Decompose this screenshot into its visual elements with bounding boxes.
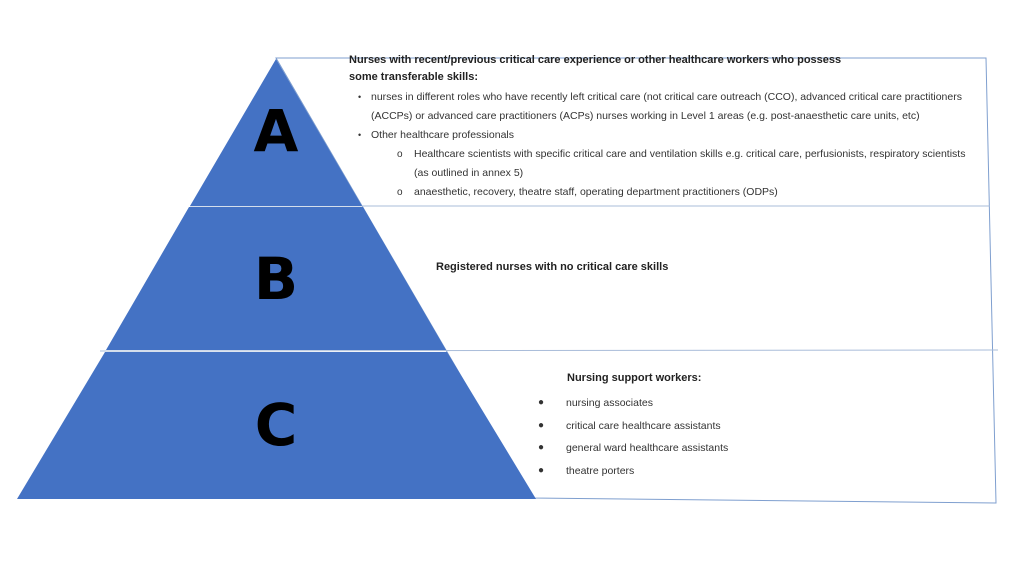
bullet-dot: ● [538,464,545,476]
list-item-text: theatre porters [566,464,635,477]
bullet-circle: o [397,149,403,160]
list-item: ● theatre porters [538,460,798,483]
bullet-dot: • [358,130,362,140]
pyramid-tier-b [106,207,446,350]
sub-list-item-text: Healthcare scientists with specific crit… [414,148,966,179]
sub-list-item-text: anaesthetic, recovery, theatre staff, op… [414,186,778,198]
tier-a-letter: A [253,97,299,165]
bullet-dot: ● [538,419,545,431]
list-item: • nurses in different roles who have rec… [358,88,978,126]
pyramid-tier-c [17,352,536,499]
list-item-text: nursing associates [566,397,653,409]
bullet-circle: o [397,187,403,198]
list-item-text: Other healthcare professionals [371,129,514,141]
list-item: ● critical care healthcare assistants [538,415,798,438]
list-item: ● nursing associates [538,392,798,415]
tier-a-sublist: o Healthcare scientists with specific cr… [371,145,978,202]
list-item-text: critical care healthcare assistants [566,419,721,432]
tier-box-outline [275,57,997,504]
sub-list-item: o Healthcare scientists with specific cr… [371,145,978,183]
tier-c-list: ● nursing associates ● critical care hea… [538,392,798,482]
list-item: ● general ward healthcare assistants [538,437,798,460]
list-item-text: general ward healthcare assistants [566,442,729,454]
list-item-text: nurses in different roles who have recen… [371,91,962,122]
tier-b-letter: B [253,245,299,313]
list-item: • Other healthcare professionals o Healt… [358,126,978,202]
tier-c-letter: C [254,391,298,459]
pyramid-tier-a [190,59,362,206]
tier-divider-bc [99,349,999,352]
bullet-dot: ● [538,442,545,453]
bullet-dot: ● [538,397,545,408]
sub-list-item: o anaesthetic, recovery, theatre staff, … [371,183,978,202]
tier-c-heading: Nursing support workers: [567,372,702,384]
tier-a-heading: Nurses with recent/previous critical car… [349,54,842,83]
tier-b-heading: Registered nurses with no critical care … [436,261,669,273]
bullet-dot: • [358,92,362,102]
tier-a-list: • nurses in different roles who have rec… [358,88,978,202]
